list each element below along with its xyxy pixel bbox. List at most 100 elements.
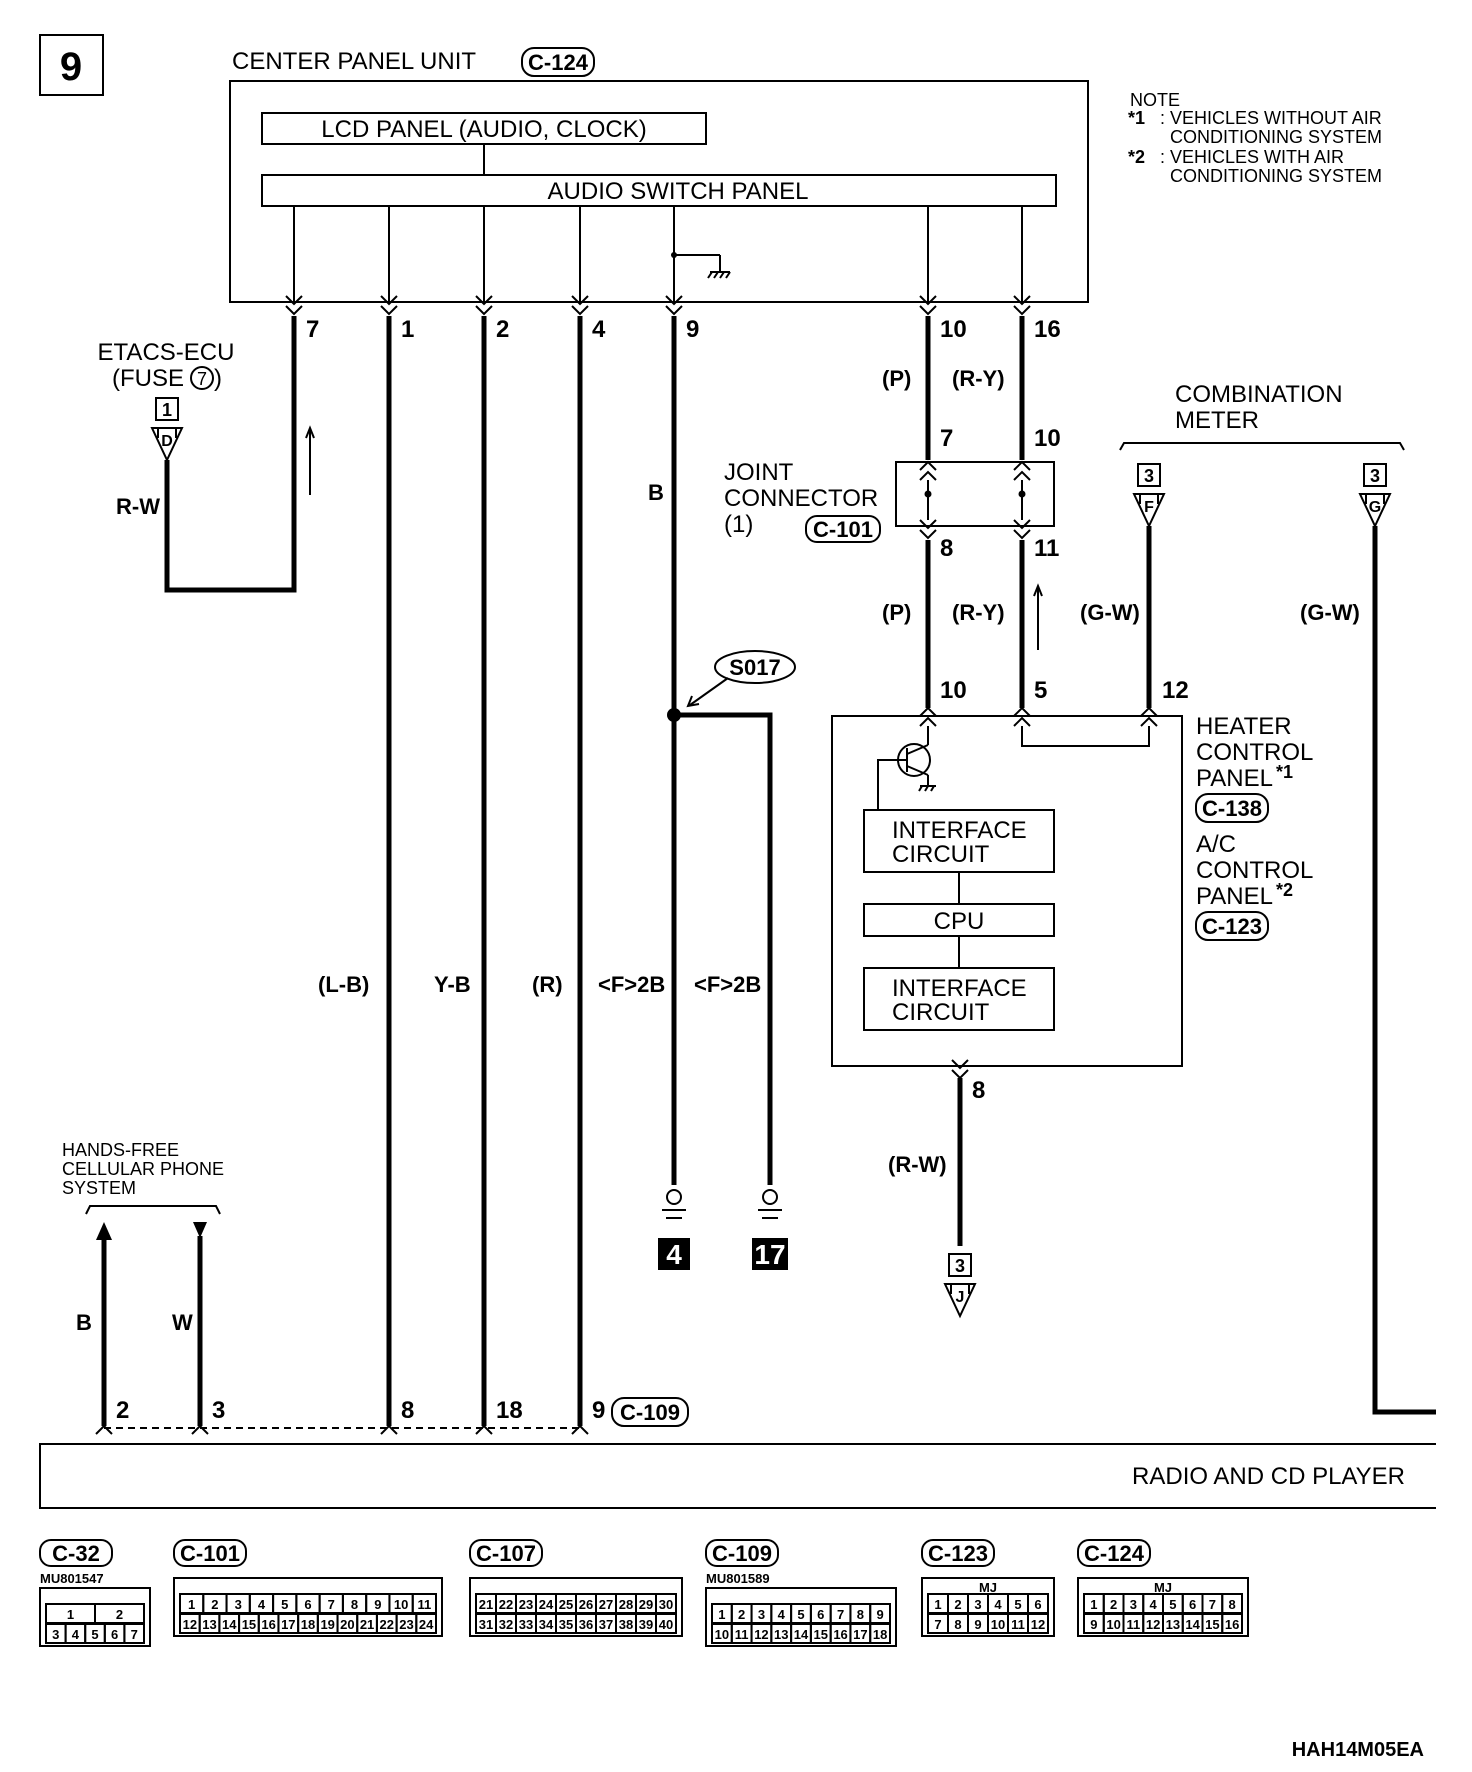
heater-pin-5: 5 bbox=[1034, 677, 1047, 704]
wire-color-p-upper: (P) bbox=[882, 366, 911, 391]
connector-pin-number: 18 bbox=[301, 1617, 315, 1632]
connector-pin-number: 14 bbox=[794, 1627, 809, 1642]
connector-pin-number: 10 bbox=[1106, 1617, 1120, 1632]
connector-view-part: MU801547 bbox=[40, 1571, 104, 1586]
connector-pin-number: 30 bbox=[659, 1597, 673, 1612]
note-mark-2: *2 bbox=[1128, 147, 1145, 167]
cpu-pin-10: 10 bbox=[940, 316, 967, 343]
connector-view-tag: MJ bbox=[979, 1580, 997, 1595]
connector-pin-number: 19 bbox=[320, 1617, 334, 1632]
page-number: 9 bbox=[60, 45, 82, 89]
connector-pin-number: 13 bbox=[1166, 1617, 1180, 1632]
connector-pin-number: 25 bbox=[559, 1597, 573, 1612]
ground-number-4: 4 bbox=[666, 1239, 682, 1270]
connector-pin-number: 27 bbox=[599, 1597, 613, 1612]
connector-pin-number: 1 bbox=[188, 1597, 195, 1612]
connector-pin-number: 11 bbox=[417, 1597, 431, 1612]
c124-pin-chevrons bbox=[285, 295, 1031, 316]
connector-view-body bbox=[705, 1587, 897, 1647]
connector-pin-number: 5 bbox=[91, 1627, 98, 1642]
heater-pin-12: 12 bbox=[1162, 677, 1189, 704]
combination-meter: COMBINATION METER 3 F 3 G bbox=[1119, 381, 1405, 529]
connector-view-body bbox=[1077, 1577, 1249, 1637]
connector-pin-number: 15 bbox=[1205, 1617, 1219, 1632]
connector-view-id: C-101 bbox=[180, 1541, 240, 1566]
etacs-fuse-number: 7 bbox=[197, 369, 207, 389]
connector-pin-number: 12 bbox=[183, 1617, 197, 1632]
cpu-pin-7: 7 bbox=[306, 316, 319, 343]
connector-pin-number: 31 bbox=[479, 1617, 493, 1632]
joint-pin-11: 11 bbox=[1034, 535, 1059, 562]
connector-pin-number: 7 bbox=[1209, 1597, 1216, 1612]
meter-ref2-box: 3 bbox=[1370, 466, 1380, 486]
connector-pin-number: 2 bbox=[738, 1607, 745, 1622]
connector-pin-number: 16 bbox=[261, 1617, 275, 1632]
connector-pin-number: 14 bbox=[1185, 1617, 1200, 1632]
connector-pin-number: 11 bbox=[1011, 1617, 1025, 1632]
joint-connector-line2: CONNECTOR bbox=[724, 485, 878, 512]
connector-pin-number: 3 bbox=[974, 1597, 981, 1612]
connector-pin-number: 7 bbox=[934, 1617, 941, 1632]
connector-pin-number: 6 bbox=[304, 1597, 311, 1612]
connector-view-id-box bbox=[39, 1539, 113, 1567]
connector-pin-number: 13 bbox=[202, 1617, 216, 1632]
connector-pin-number: 33 bbox=[519, 1617, 533, 1632]
connector-pin-number: 21 bbox=[479, 1597, 493, 1612]
heater-control-panel: 10 5 12 INTERFACE CIRCUIT CPU INTERFACE … bbox=[831, 677, 1313, 1104]
connector-pin-number: 1 bbox=[934, 1597, 941, 1612]
connector-pin-number: 12 bbox=[1146, 1617, 1160, 1632]
connector-pin-number: 15 bbox=[814, 1627, 828, 1642]
connector-cavity bbox=[1221, 1613, 1243, 1634]
joint-pin-7: 7 bbox=[940, 425, 953, 452]
wire-color-gw-left: (G-W) bbox=[1080, 600, 1140, 625]
connector-pin-number: 28 bbox=[619, 1597, 633, 1612]
connector-view-body bbox=[921, 1577, 1055, 1637]
cpu-pin-1: 1 bbox=[401, 316, 414, 343]
connector-pin-number: 4 bbox=[778, 1607, 786, 1622]
note-title: NOTE bbox=[1130, 90, 1180, 110]
joint-connector: JOINT CONNECTOR (1) C-101 7 10 8 11 bbox=[724, 425, 1061, 562]
joint-pin-8: 8 bbox=[940, 535, 953, 562]
connector-pin-number: 39 bbox=[639, 1617, 653, 1632]
connector-pin-number: 40 bbox=[659, 1617, 673, 1632]
connector-pin-number: 1 bbox=[718, 1607, 725, 1622]
connector-pin-number: 16 bbox=[1225, 1617, 1239, 1632]
connector-pin-number: 22 bbox=[499, 1597, 513, 1612]
connector-pin-number: 16 bbox=[833, 1627, 847, 1642]
interface1-line1: INTERFACE bbox=[892, 817, 1027, 844]
joint-connector-line1: JOINT bbox=[724, 459, 794, 486]
connector-view-id: C-109 bbox=[712, 1541, 772, 1566]
connector-pin-number: 4 bbox=[994, 1597, 1002, 1612]
wire-color-yb: Y-B bbox=[434, 972, 471, 997]
connector-pin-number: 9 bbox=[374, 1597, 381, 1612]
connector-pin-number: 14 bbox=[222, 1617, 237, 1632]
heater-label-line1: HEATER bbox=[1196, 713, 1292, 740]
wire-color-f2b-2: <F>2B bbox=[694, 972, 761, 997]
ac-label-line2: CONTROL bbox=[1196, 857, 1313, 884]
connector-pin-number: 36 bbox=[579, 1617, 593, 1632]
splice-label: S017 bbox=[729, 655, 780, 680]
connector-pin-number: 9 bbox=[876, 1607, 883, 1622]
connector-pin-number: 8 bbox=[954, 1617, 961, 1632]
connector-pin-number: 3 bbox=[235, 1597, 242, 1612]
wire-color-gw-right: (G-W) bbox=[1300, 600, 1360, 625]
wire-color-b-ground: B bbox=[648, 480, 664, 505]
ac-label-line1: A/C bbox=[1196, 831, 1236, 858]
etacs-fuse-close: ) bbox=[214, 365, 222, 392]
connector-pin-number: 37 bbox=[599, 1617, 613, 1632]
lcd-panel-label: LCD PANEL (AUDIO, CLOCK) bbox=[321, 116, 646, 143]
connector-pin-number: 12 bbox=[1031, 1617, 1045, 1632]
connector-pin-number: 7 bbox=[131, 1627, 138, 1642]
connector-pin-number: 5 bbox=[1014, 1597, 1021, 1612]
audio-switch-panel-label: AUDIO SWITCH PANEL bbox=[548, 178, 809, 205]
ac-connector-2: C-123 bbox=[1202, 914, 1262, 939]
etacs-wire-color: R-W bbox=[116, 494, 160, 519]
connector-pin-number: 5 bbox=[1169, 1597, 1176, 1612]
connector-pin-number: 9 bbox=[1090, 1617, 1097, 1632]
connector-pin-number: 4 bbox=[258, 1597, 266, 1612]
connector-pin-number: 5 bbox=[281, 1597, 288, 1612]
connector-cavity bbox=[1027, 1613, 1049, 1634]
note-1-line2: CONDITIONING SYSTEM bbox=[1170, 127, 1382, 147]
